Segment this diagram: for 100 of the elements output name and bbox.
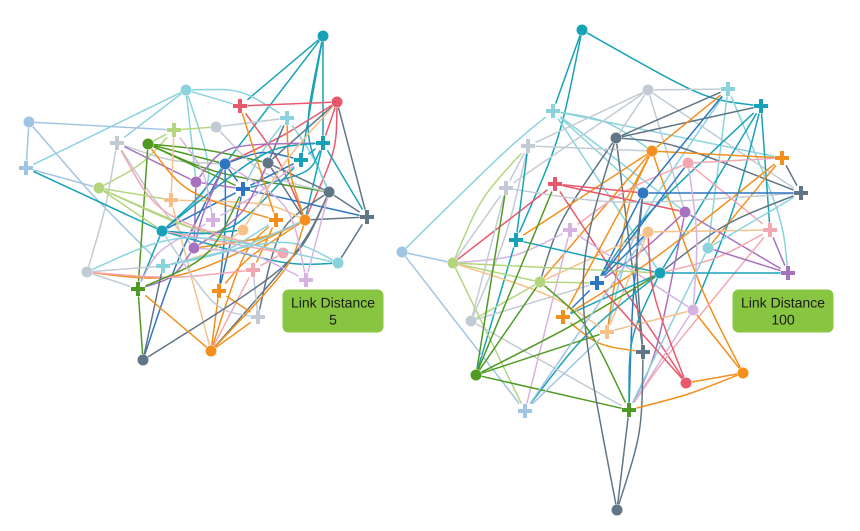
link-line [250, 190, 360, 216]
link-line [532, 338, 600, 404]
link-line [153, 146, 236, 186]
link-line [633, 236, 764, 404]
node-cross [131, 282, 145, 296]
link-line [124, 146, 192, 180]
link-line [144, 168, 223, 355]
link-line [609, 237, 646, 325]
node-dot [466, 316, 476, 326]
node-cross [499, 181, 514, 195]
link-line [152, 133, 167, 142]
link-line [478, 191, 553, 370]
link-line [666, 233, 763, 272]
link-line [228, 40, 320, 160]
link-line [526, 237, 569, 404]
link-line [618, 359, 644, 505]
link-line [166, 142, 316, 228]
link-line [696, 314, 740, 369]
link-line [338, 108, 366, 210]
link-line [172, 207, 210, 346]
link-line [476, 284, 590, 320]
node-cross [775, 151, 789, 165]
link-line [33, 92, 182, 166]
node-dot [680, 206, 690, 218]
node-cross [206, 213, 220, 227]
link-line [481, 334, 600, 374]
link-line [194, 169, 224, 242]
link-line [92, 237, 332, 270]
node-dot [206, 346, 216, 356]
link-line [153, 146, 324, 192]
link-line [224, 222, 300, 284]
link-line [633, 314, 690, 403]
link-line [654, 88, 721, 91]
link-line [191, 90, 233, 105]
link-line [150, 148, 269, 219]
node-dot [238, 224, 248, 236]
link-line [170, 222, 300, 266]
node-dot [688, 304, 698, 316]
link-line [166, 192, 236, 229]
node-cross [299, 273, 313, 287]
link-line [120, 150, 278, 252]
link-line [622, 106, 754, 138]
node-cross [236, 182, 250, 196]
link-line [544, 285, 626, 403]
link-line [34, 122, 167, 130]
link-line [154, 144, 262, 162]
link-line [530, 276, 656, 404]
node-cross [164, 193, 178, 207]
link-line [306, 150, 322, 214]
link-line [273, 164, 324, 190]
node-cross [518, 404, 532, 418]
link-line [476, 284, 536, 319]
node-dot [534, 276, 546, 288]
link-line [148, 197, 328, 358]
link-line [523, 154, 648, 236]
node-dot [210, 122, 222, 132]
link-line [628, 278, 658, 403]
link-line [250, 163, 294, 186]
link-line [458, 262, 654, 274]
link-line [621, 92, 721, 136]
link-line [730, 96, 788, 266]
link-line [636, 374, 738, 409]
link-line [140, 223, 206, 282]
link-line [270, 168, 302, 216]
link-line [26, 128, 30, 161]
node-cross [509, 233, 523, 247]
link-line [406, 116, 546, 248]
link-line [246, 124, 282, 182]
link-line [664, 195, 794, 270]
link-line [258, 194, 324, 310]
node-cross [600, 325, 614, 339]
node-dot [190, 176, 202, 188]
node-cross [294, 153, 308, 167]
node-cross [546, 104, 560, 118]
node-dot [180, 84, 192, 96]
link-line [760, 113, 770, 223]
link-line [215, 322, 252, 348]
node-dot [300, 214, 310, 226]
link-line [554, 35, 581, 104]
link-line [652, 92, 794, 189]
link-line [454, 152, 522, 258]
link-line [570, 322, 636, 352]
link-line [186, 96, 196, 176]
link-line [541, 142, 614, 277]
link-line [523, 240, 654, 272]
link-line [690, 214, 781, 270]
link-line [576, 164, 683, 226]
link-line [92, 270, 246, 278]
link-line [198, 168, 266, 246]
node-dot [612, 504, 622, 516]
node-dot [142, 138, 154, 150]
link-line [478, 286, 538, 371]
link-line [324, 107, 336, 136]
link-line [688, 168, 698, 304]
link-line [560, 111, 648, 148]
link-line [219, 170, 226, 284]
link-line [546, 281, 590, 284]
link-line [518, 36, 582, 233]
link-line [326, 150, 364, 210]
link-line [649, 95, 684, 207]
